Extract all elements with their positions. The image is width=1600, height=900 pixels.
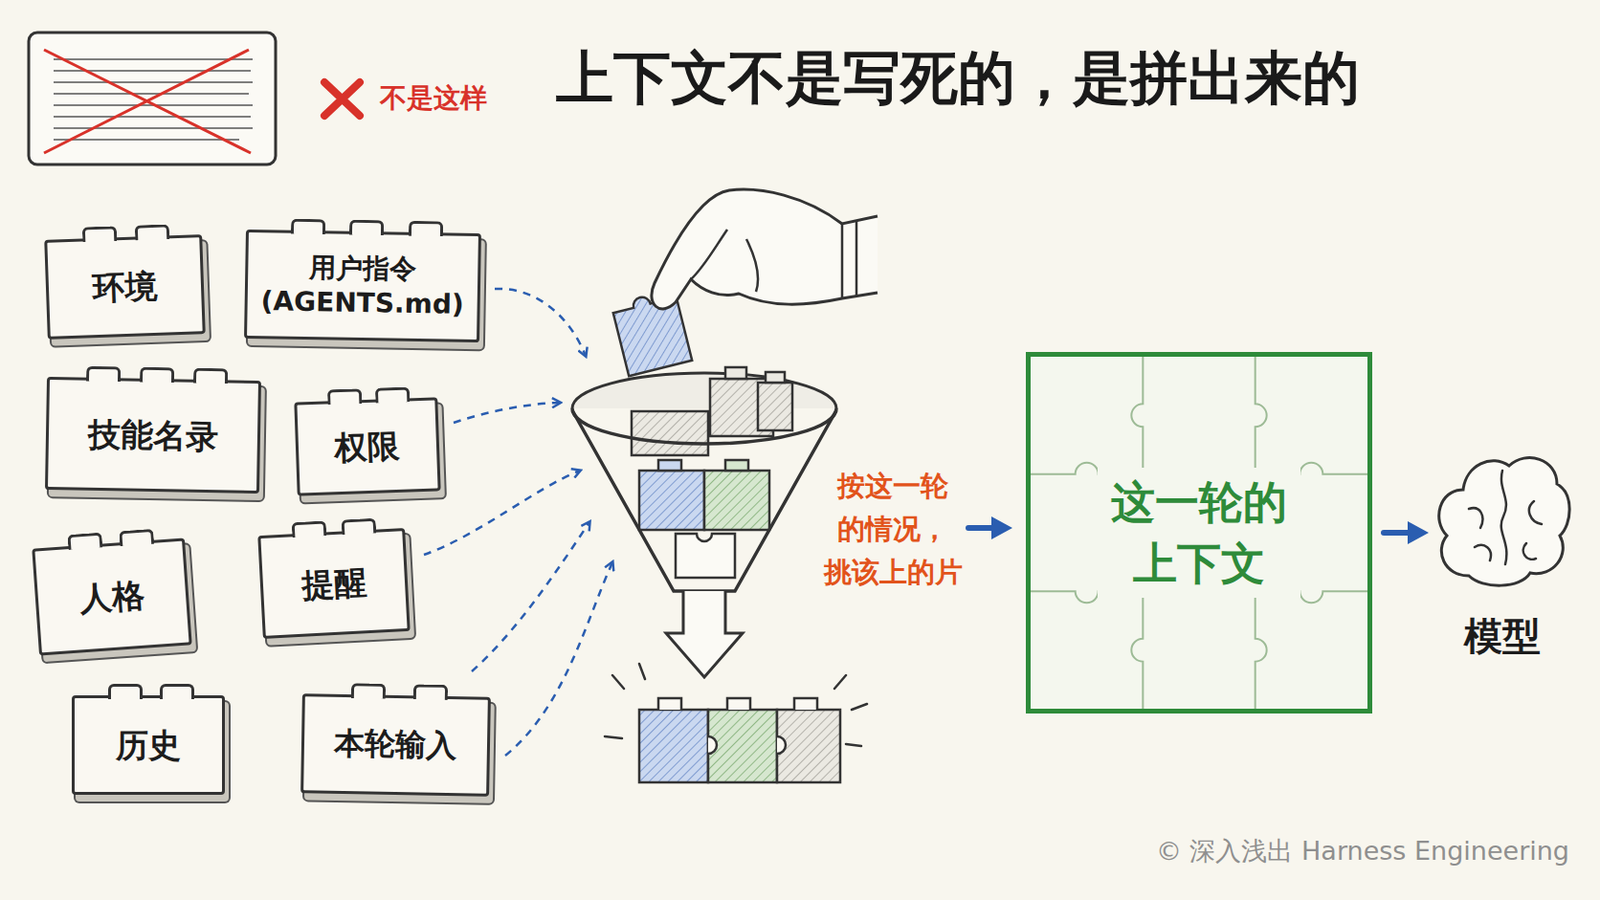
lego-brick: 历史 [71, 695, 225, 796]
brick-stud [193, 368, 228, 385]
red-cross [44, 49, 251, 154]
blue-arrow-shaft [968, 525, 996, 532]
funnel-back-rim [572, 373, 837, 409]
brick-stud [108, 684, 143, 700]
brick-in-funnel [631, 411, 709, 456]
brick-stud [349, 220, 384, 237]
brick-label: 技能名录 [88, 413, 220, 459]
lego-brick: 环境 [44, 234, 206, 340]
brick-label: 权限 [333, 424, 401, 470]
brick-stud [407, 221, 443, 238]
brick-stud [765, 372, 785, 383]
edge-shaft [1383, 530, 1412, 536]
funnel-cone [572, 410, 837, 592]
brick-stud [291, 520, 328, 538]
model-label: 模型 [1430, 610, 1575, 664]
funnel [572, 367, 837, 678]
lego-brick: 权限 [293, 397, 441, 496]
brick-stud [375, 386, 411, 403]
brick-in-funnel [704, 470, 770, 531]
hand-details [690, 220, 857, 299]
document-frame [28, 32, 276, 165]
brick-in-funnel [639, 470, 705, 531]
brick-stud [725, 460, 749, 471]
dashed-arrow [494, 288, 586, 356]
hand-outline [651, 189, 878, 310]
model-brain: 模型 [1430, 442, 1575, 672]
lego-brick: 提醒 [257, 528, 410, 640]
funnel-front-rim [572, 408, 837, 445]
puzzle-in-funnel [675, 533, 735, 578]
crossed-document [28, 32, 276, 165]
pick-note: 按这一轮 的情况， 挑该上的片 [821, 465, 965, 595]
brick-stud [413, 684, 448, 701]
sparkle-lines [604, 664, 867, 747]
brick-stud [725, 367, 747, 379]
blue-arrow-head [991, 516, 1013, 540]
brick-stud [340, 518, 377, 536]
brick-label: 人格 [78, 574, 147, 622]
dashed-arrow [423, 470, 580, 556]
picked-piece [639, 710, 709, 783]
lego-brick: 人格 [31, 538, 192, 657]
brick-label: 历史 [115, 724, 181, 767]
lego-brick: 技能名录 [44, 377, 262, 494]
brick-stud [134, 223, 171, 241]
brick-stud [658, 460, 682, 471]
brick-stud [118, 529, 155, 547]
brick-stud [159, 684, 195, 700]
brain-icon [1430, 442, 1575, 596]
piece-tabs [708, 736, 786, 755]
brick-stud [86, 366, 121, 383]
dashed-arrow [505, 562, 613, 756]
brain-folds [1468, 470, 1542, 565]
brick-label: 提醒 [300, 560, 368, 607]
puzzle-seams [1030, 356, 1368, 710]
dashed-arrows [423, 288, 613, 756]
brick-label: 用户指令 (AGENTS.md) [260, 249, 465, 323]
dashed-arrow [471, 522, 590, 672]
dashed-arrow [453, 402, 560, 423]
brick-stud [289, 219, 325, 236]
brick-stud [139, 367, 175, 384]
brick-label: 本轮输入 [333, 724, 458, 767]
pick-arrow [968, 516, 1013, 540]
down-arrow [666, 591, 743, 678]
edge-arrow [1383, 521, 1429, 545]
hand [611, 189, 878, 377]
context-board: 这一轮的 上下文 [1025, 352, 1373, 714]
red-x-mark [324, 82, 360, 116]
edge-head [1407, 521, 1429, 545]
brick-in-funnel [757, 382, 793, 431]
brick-stud [351, 683, 386, 700]
brick-stud [67, 533, 104, 551]
lego-brick: 本轮输入 [300, 693, 491, 797]
context-label: 这一轮的 上下文 [1097, 467, 1301, 600]
picked-piece [708, 710, 778, 783]
picked-pieces [604, 664, 867, 783]
watermark: © 深入浅出 Harness Engineering [1155, 834, 1570, 869]
brick-stud [327, 388, 363, 405]
brick-stud [82, 225, 118, 243]
brick-label: 环境 [91, 265, 159, 311]
brain-outline [1439, 458, 1570, 587]
piece-studs [658, 698, 818, 711]
diagram-title: 上下文不是写死的，是拼出来的 [555, 40, 1360, 118]
not-this-note: 不是这样 [379, 80, 488, 117]
lego-brick: 用户指令 (AGENTS.md) [244, 229, 482, 343]
